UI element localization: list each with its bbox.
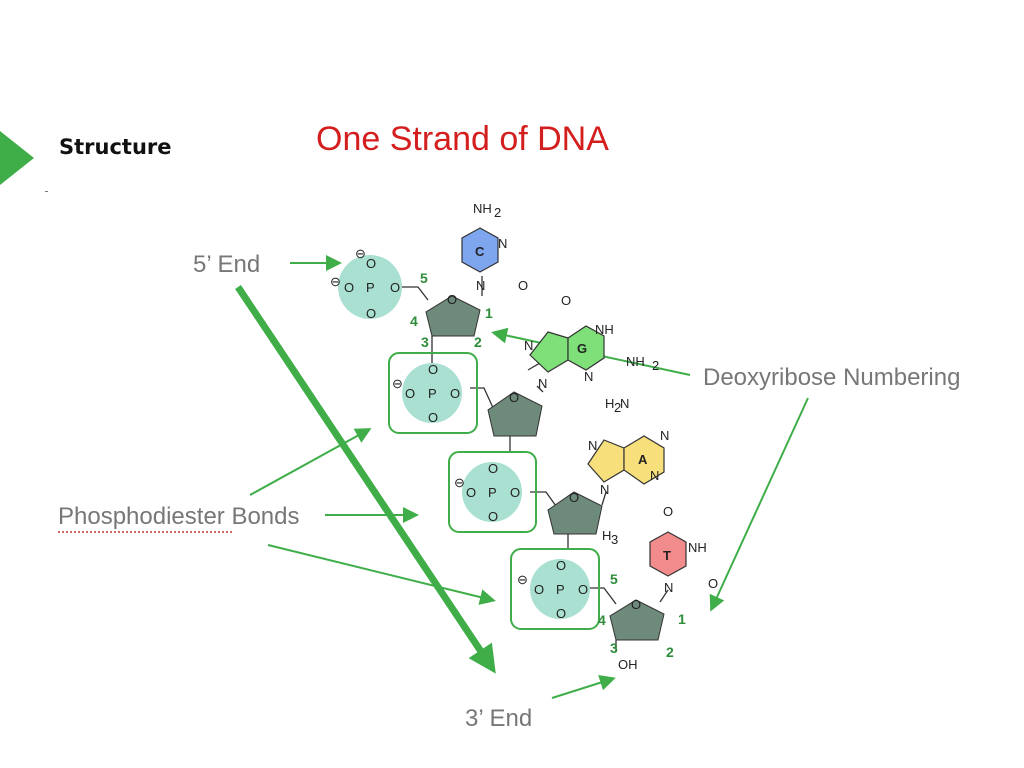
svg-text:O: O	[344, 280, 354, 295]
carbon-2-label: 2	[666, 644, 674, 660]
svg-text:O: O	[534, 582, 544, 597]
hydroxyl-3prime: OH	[618, 657, 638, 672]
svg-text:NH: NH	[688, 540, 707, 555]
svg-text:O: O	[663, 504, 673, 519]
svg-text:⊖: ⊖	[454, 475, 465, 490]
svg-text:N: N	[664, 580, 673, 595]
svg-text:2: 2	[614, 400, 621, 415]
svg-text:O: O	[578, 582, 588, 597]
direction-arrow-5-to-3	[235, 285, 496, 674]
label-arrows	[249, 255, 809, 699]
svg-text:O: O	[631, 597, 641, 612]
svg-text:O: O	[366, 256, 376, 271]
phosphate-group-1: P O O O O ⊖	[388, 352, 478, 434]
svg-text:O: O	[518, 278, 528, 293]
svg-text:O: O	[556, 558, 566, 573]
cytosine-base: C NH 2 N N O	[461, 201, 528, 293]
phosphate-group-3: P O O O O ⊖	[510, 548, 600, 630]
svg-text:N: N	[584, 369, 593, 384]
sugar-1: O 5 4 3 2 1	[410, 270, 493, 350]
svg-text:O: O	[366, 306, 376, 321]
svg-text:T: T	[663, 548, 671, 563]
svg-text:P: P	[366, 280, 375, 295]
phosphate-group-2: P O O O O ⊖	[448, 451, 537, 533]
decorative-dash	[45, 191, 48, 192]
svg-text:O: O	[510, 485, 520, 500]
svg-text:P: P	[488, 485, 497, 500]
carbon-1-label: 1	[485, 305, 493, 321]
svg-text:C: C	[475, 244, 485, 259]
svg-text:H: H	[605, 396, 614, 411]
svg-text:N: N	[600, 482, 609, 497]
svg-text:O: O	[488, 461, 498, 476]
svg-text:G: G	[577, 341, 587, 356]
carbon-5-label: 5	[610, 571, 618, 587]
svg-text:N: N	[476, 278, 485, 293]
svg-text:A: A	[638, 452, 648, 467]
phosphodiester-box	[448, 451, 537, 533]
svg-text:O: O	[561, 293, 571, 308]
svg-text:⊖: ⊖	[330, 274, 341, 289]
svg-text:O: O	[428, 410, 438, 425]
svg-text:O: O	[447, 292, 457, 307]
svg-text:N: N	[650, 468, 659, 483]
svg-text:2: 2	[494, 205, 501, 220]
carbon-3-label: 3	[421, 334, 429, 350]
arrow-bond-3	[267, 544, 496, 605]
svg-text:⊖: ⊖	[517, 572, 528, 587]
phosphate-5prime: P O O O O ⊖ ⊖	[330, 246, 402, 321]
carbon-4-label: 4	[410, 313, 418, 329]
svg-text:O: O	[708, 576, 718, 591]
svg-text:P: P	[428, 386, 437, 401]
svg-text:N: N	[620, 396, 629, 411]
svg-text:NH: NH	[595, 322, 614, 337]
svg-text:O: O	[405, 386, 415, 401]
carbon-4-label: 4	[598, 612, 606, 628]
svg-text:N: N	[588, 438, 597, 453]
svg-text:O: O	[556, 606, 566, 621]
arrow-numbering-2	[709, 397, 809, 612]
svg-text:N: N	[660, 428, 669, 443]
svg-text:⊖: ⊖	[355, 246, 366, 261]
sugar-4-3prime: O 5 4 3 2 1 OH	[598, 571, 686, 672]
thymine-base: T O NH O N H 3	[602, 504, 718, 595]
svg-text:N: N	[538, 376, 547, 391]
svg-text:O: O	[509, 390, 519, 405]
svg-text:NH: NH	[626, 354, 645, 369]
svg-text:O: O	[428, 362, 438, 377]
phosphodiester-box	[510, 548, 600, 630]
svg-text:P: P	[556, 582, 565, 597]
svg-text:O: O	[466, 485, 476, 500]
sugar-2: O	[487, 390, 543, 437]
svg-text:O: O	[569, 490, 579, 505]
carbon-5-label: 5	[420, 270, 428, 286]
svg-text:O: O	[450, 386, 460, 401]
svg-text:2: 2	[652, 358, 659, 373]
carbon-2-label: 2	[474, 334, 482, 350]
arrow-3prime	[551, 674, 616, 699]
arrow-bond-1	[249, 428, 372, 496]
carbon-1-label: 1	[678, 611, 686, 627]
phosphodiester-box	[388, 352, 478, 434]
svg-text:O: O	[488, 509, 498, 524]
adenine-base: A H 2 N N N N N	[587, 396, 669, 497]
svg-text:H: H	[602, 528, 611, 543]
five-prime-end-label: 5’ End	[193, 251, 260, 278]
sugar-3: O	[547, 490, 603, 535]
slide-marker-arrow	[0, 131, 34, 185]
svg-text:3: 3	[611, 532, 618, 547]
svg-text:N: N	[498, 236, 507, 251]
three-prime-end-label: 3’ End	[465, 705, 532, 732]
svg-text:NH: NH	[473, 201, 492, 216]
svg-text:O: O	[390, 280, 400, 295]
svg-text:N: N	[524, 338, 533, 353]
slide-title: One Strand of DNA	[316, 120, 609, 158]
phosphodiester-bonds-label: Phosphodiester Bonds	[58, 503, 300, 530]
guanine-base: G O NH NH 2 N N N	[524, 293, 659, 391]
carbon-3-label: 3	[610, 640, 618, 656]
deoxyribose-numbering-label: Deoxyribose Numbering	[703, 364, 960, 391]
section-label: Structure	[59, 135, 172, 159]
svg-text:⊖: ⊖	[392, 376, 403, 391]
